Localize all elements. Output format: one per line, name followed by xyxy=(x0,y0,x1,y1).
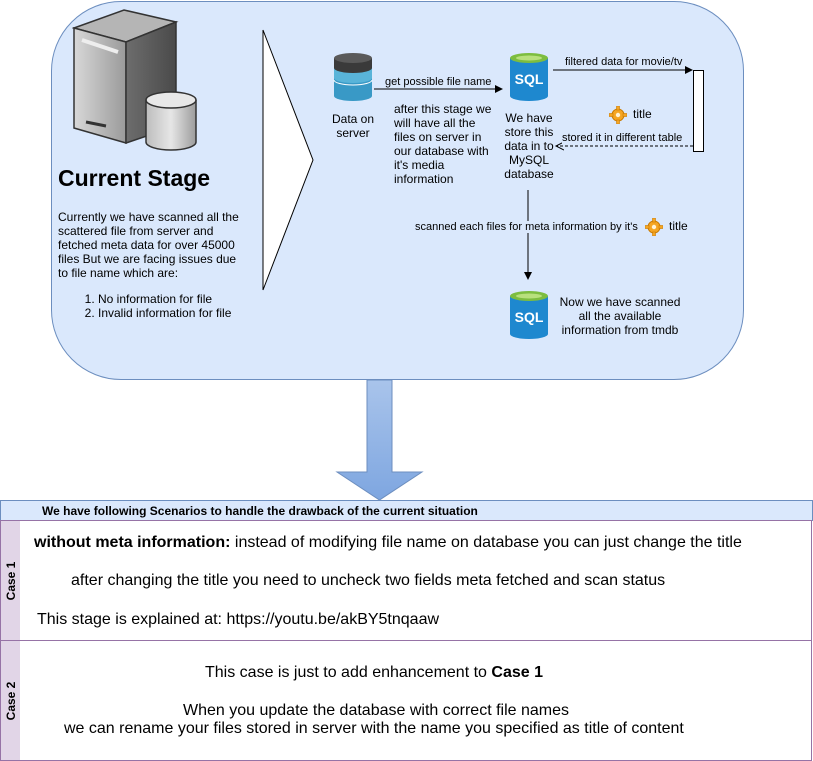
case-2-line-3: we can rename your files stored in serve… xyxy=(64,720,684,737)
case-1-tab-label: Case 1 xyxy=(3,561,18,600)
case-1-tab: Case 1 xyxy=(0,520,21,641)
title-label: title xyxy=(633,107,652,121)
sql-database-icon: SQL xyxy=(510,291,548,339)
case-1-line-2: after changing the title you need to unc… xyxy=(71,572,666,589)
case-2-line-1-pre: This case is just to add enhancement to xyxy=(205,664,492,681)
case-1-line-1: without meta information: instead of mod… xyxy=(34,533,742,553)
database-icon xyxy=(333,53,373,101)
filtered-table-bar xyxy=(693,70,704,152)
case-2-line-1: This case is just to add enhancement to … xyxy=(205,663,543,683)
gear-icon xyxy=(645,218,663,236)
edge-label-get-file-name: get possible file name xyxy=(385,76,492,88)
edge-label-stored-table: stored it in different table xyxy=(562,132,683,144)
stage-triangle xyxy=(262,29,314,291)
down-arrow xyxy=(335,379,424,501)
case-1-bold-lead: without meta information: xyxy=(34,534,231,551)
case-1-body xyxy=(20,520,812,641)
tmdb-note: Now we have scanned all the available in… xyxy=(559,295,681,337)
server-icon xyxy=(72,9,197,151)
case-2-tab-label: Case 2 xyxy=(3,681,18,720)
scenarios-header-text: We have following Scenarios to handle th… xyxy=(42,504,478,518)
case-2-line-2: When you update the database with correc… xyxy=(183,702,569,719)
current-stage-description: Currently we have scanned all the scatte… xyxy=(58,210,239,280)
edge-label-filtered: filtered data for movie/tv xyxy=(565,56,683,68)
edge-label-scanned-meta: scanned each files for meta information … xyxy=(415,221,638,233)
scenarios-header: We have following Scenarios to handle th… xyxy=(0,500,813,521)
case-2-tab: Case 2 xyxy=(0,640,21,761)
data-on-server-label: Data on server xyxy=(331,112,375,140)
issue-item: No information for file xyxy=(98,292,258,306)
case-1-line-3: This stage is explained at: https://yout… xyxy=(37,611,440,628)
sql-database-icon: SQL xyxy=(510,53,548,101)
gear-icon xyxy=(609,106,627,124)
sql-icon-text: SQL xyxy=(515,309,544,325)
sql-icon-text: SQL xyxy=(515,71,544,87)
mysql-store-label: We have store this data in to MySQL data… xyxy=(504,111,554,181)
case-2-line-1-bold: Case 1 xyxy=(491,664,543,681)
case-2-body xyxy=(20,640,812,761)
issue-list: No information for file Invalid informat… xyxy=(58,292,258,320)
issue-item: Invalid information for file xyxy=(98,306,258,320)
current-stage-title: Current Stage xyxy=(58,165,211,191)
title-label: title xyxy=(669,219,688,233)
after-stage-note: after this stage we will have all the fi… xyxy=(394,102,492,186)
case-1-line-1-rest: instead of modifying file name on databa… xyxy=(230,534,742,551)
